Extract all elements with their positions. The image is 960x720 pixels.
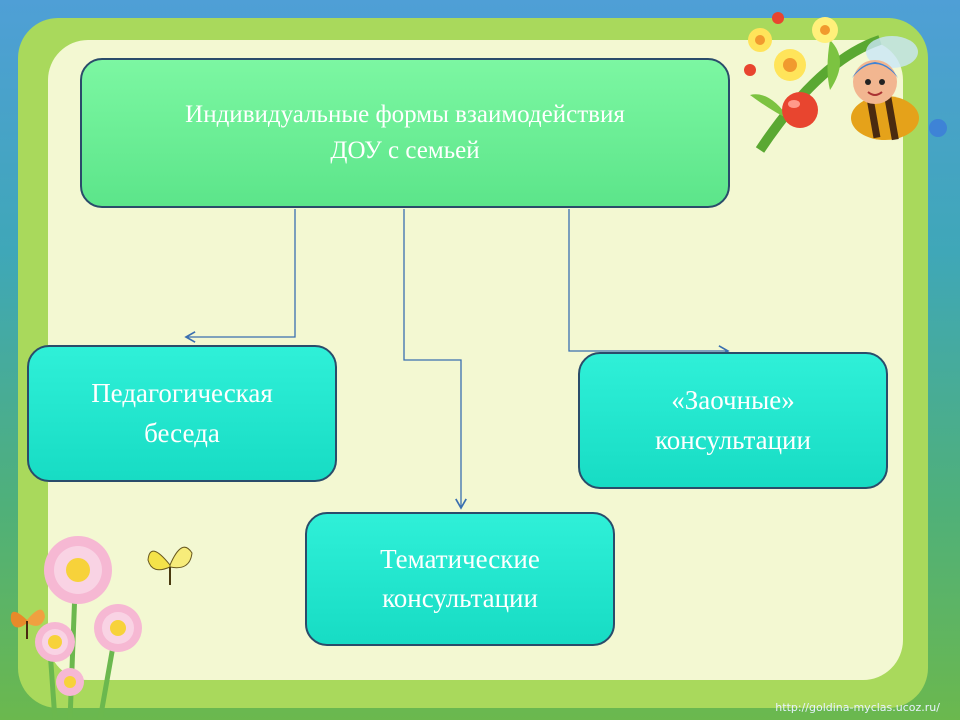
node-thematic-consultations: Тематические консультации [305,512,615,646]
connector-to-right [568,209,730,357]
node-label: Тематические консультации [380,543,540,613]
root-node-label: Индивидуальные формы взаимодействия ДОУ … [185,100,625,164]
node-label: Педагогическая беседа [91,378,273,448]
butterfly-icon [147,546,193,585]
node-pedagogical-conversation: Педагогическая беседа [27,345,337,482]
butterfly-icon [10,609,45,639]
daisy-flowers-icon [35,536,142,720]
node-label: «Заочные» консультации [655,385,811,455]
connector-to-bottom [403,209,467,510]
flower-cluster-icon [744,12,882,153]
node-correspondence-consultations: «Заочные» консультации [578,352,888,489]
connector-to-left [184,209,296,343]
footer-url: http://goldina-myclas.ucoz.ru/ [775,701,940,714]
bee-icon [851,36,947,141]
root-node: Индивидуальные формы взаимодействия ДОУ … [80,58,730,208]
